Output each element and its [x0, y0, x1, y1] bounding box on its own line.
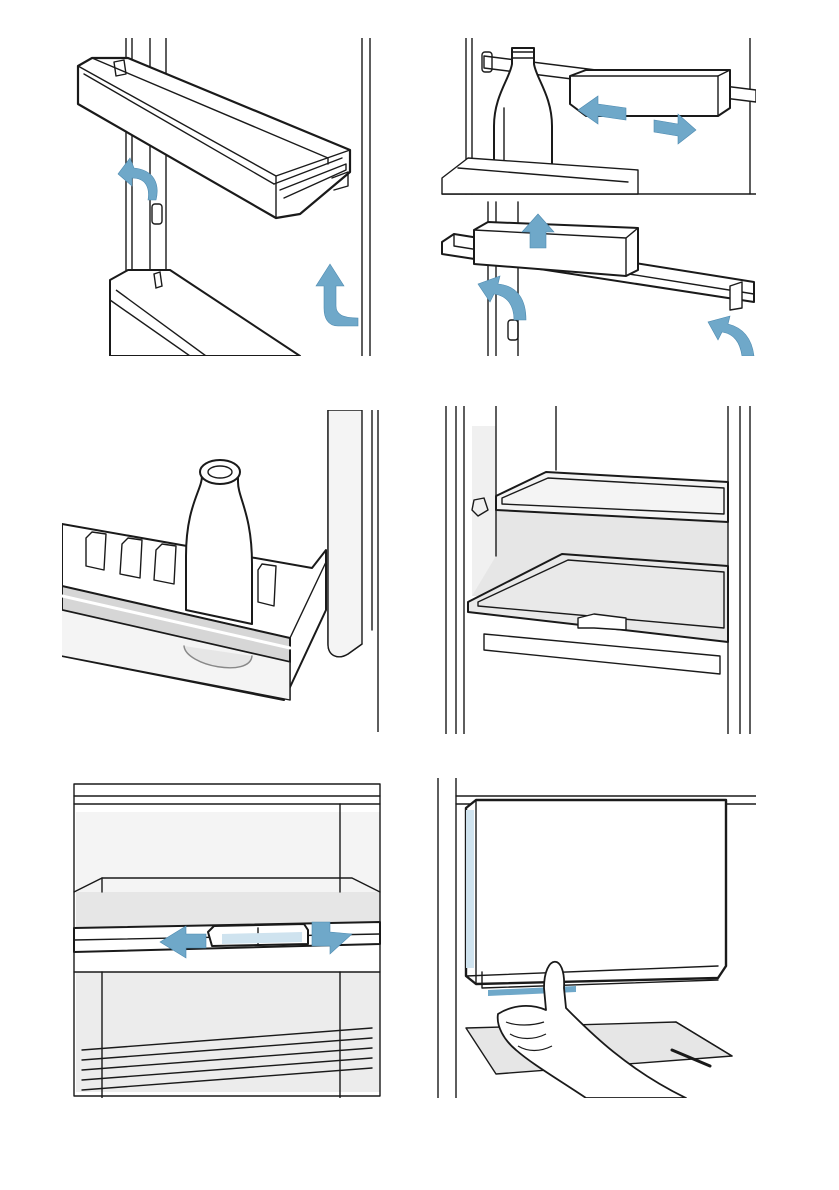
- drawer-front-removal-illustration: [436, 778, 756, 1098]
- figure-slider-on-shelf: [72, 782, 382, 1098]
- curved-up-arrow-icon: [478, 276, 526, 320]
- curved-up-arrow-icon: [118, 158, 157, 200]
- bottle-in-door-rack-illustration: [62, 410, 382, 732]
- glass-shelves-illustration: [444, 406, 756, 734]
- figure-movable-holder: [438, 38, 756, 356]
- figure-drawer-front-removal: [436, 778, 756, 1098]
- figure-bottle-in-door-rack: [62, 410, 382, 732]
- figure-glass-shelves: [444, 406, 756, 734]
- curved-up-arrow-icon: [708, 316, 754, 356]
- curved-up-arrow-icon: [316, 264, 358, 326]
- figure-door-rack-lift-out: [70, 38, 380, 356]
- movable-holder-illustration: [438, 38, 756, 356]
- slider-on-shelf-illustration: [72, 782, 382, 1098]
- door-rack-lift-out-illustration: [70, 38, 380, 356]
